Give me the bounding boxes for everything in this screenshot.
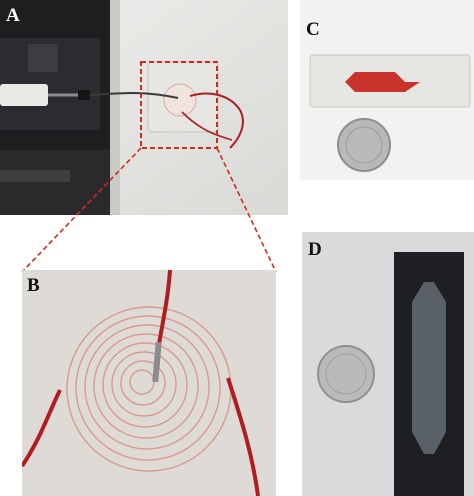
panel-d-photo: D [302, 232, 474, 496]
panel-b-label: B [27, 275, 40, 296]
panel-c-label: C [306, 19, 320, 40]
panel-d-image [302, 232, 474, 496]
panel-b-image [22, 270, 276, 496]
panel-a-image [0, 0, 288, 215]
panel-a-label: A [6, 5, 20, 26]
panel-b-photo: B [22, 270, 276, 496]
outlet-tube-right [226, 377, 260, 496]
outlet-tube-left [22, 389, 62, 468]
panel-c-photo: C [300, 0, 474, 180]
zoom-highlight-box [140, 61, 218, 149]
panel-a-photo: A [0, 0, 288, 215]
panel-c-image [300, 0, 474, 180]
red-channel [322, 72, 420, 92]
panel-d-label: D [308, 239, 322, 260]
chip-chamber [412, 282, 446, 454]
